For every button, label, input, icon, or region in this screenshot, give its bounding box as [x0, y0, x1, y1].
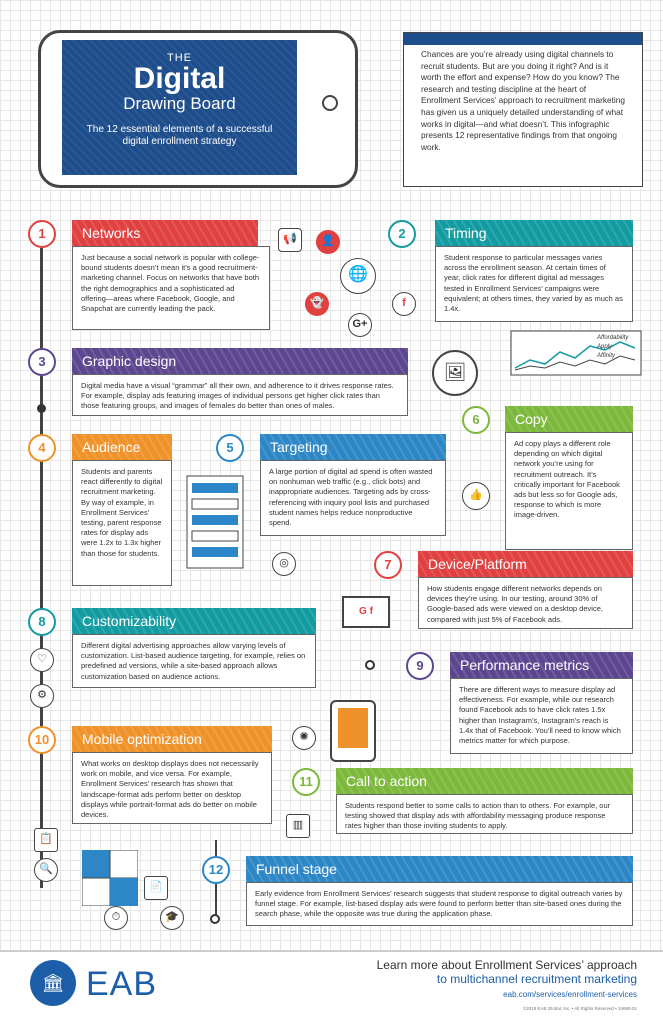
settings-icon: ✺: [292, 726, 316, 750]
title-sub: Drawing Board: [123, 94, 236, 113]
user-icon: 👤: [316, 230, 340, 254]
connector-line-left: [40, 248, 43, 888]
section-number: 5: [216, 434, 244, 462]
section-title: Graphic design: [72, 348, 408, 374]
section-number: 1: [28, 220, 56, 248]
section-text: What works on desktop displays does not …: [72, 752, 272, 824]
section-number: 10: [28, 726, 56, 754]
eab-logo-text: EAB: [86, 965, 158, 1003]
section-text: Students and parents react differently t…: [72, 460, 172, 586]
search-icon: 🔍: [34, 858, 58, 882]
phone-home-button: [322, 95, 338, 111]
connector-ring: [210, 914, 220, 924]
eab-logo-icon: 🏛: [30, 960, 76, 1006]
section-number: 9: [406, 652, 434, 680]
section-text: Different digital advertising approaches…: [72, 634, 316, 688]
section-title: Performance metrics: [450, 652, 633, 678]
google-plus-icon: G+: [348, 313, 372, 337]
target-list-illustration: [186, 475, 244, 569]
section-number: 12: [202, 856, 230, 884]
section-title: Customizability: [72, 608, 316, 634]
phone-screen: [338, 708, 368, 748]
graduation-icon: 🎓: [160, 906, 184, 930]
intro-text: Chances are you’re already using digital…: [421, 49, 625, 152]
section-number: 7: [374, 551, 402, 579]
section-text: There are different ways to measure disp…: [450, 678, 633, 754]
section-title: Timing: [435, 220, 633, 246]
section-title: Copy: [505, 406, 633, 432]
title-tagline: The 12 essential elements of a successfu…: [86, 124, 273, 147]
timing-chart: [510, 330, 642, 376]
section-title: Mobile optimization: [72, 726, 272, 752]
section-number: 4: [28, 434, 56, 462]
footer: [0, 950, 663, 1024]
section-text: Ad copy plays a different role depending…: [505, 432, 633, 550]
target-icon: ◎: [272, 552, 296, 576]
clipboard-icon: 📋: [34, 828, 58, 852]
intro-bar: [404, 33, 642, 45]
phone-icon: [330, 700, 376, 762]
section-number: 3: [28, 348, 56, 376]
facebook-icon: f: [392, 292, 416, 316]
section-title: Call to action: [336, 768, 633, 794]
title-panel: THE Digital Drawing Board The 12 essenti…: [62, 40, 297, 175]
intro-box: Chances are you’re already using digital…: [403, 32, 643, 187]
chart-label-apply: Apply: [597, 344, 613, 350]
footer-line2[interactable]: to multichannel recruitment marketing: [436, 972, 637, 986]
chart-label-affordability: Affordability: [597, 335, 629, 341]
gear-icon: ⚙: [30, 684, 54, 708]
section-text: How students engage different networks d…: [418, 577, 633, 629]
connector-ring: [365, 660, 375, 670]
section-text: Just because a social network is popular…: [72, 246, 270, 330]
section-title: Networks: [72, 220, 258, 246]
title-the: THE: [167, 52, 192, 64]
section-number: 8: [28, 608, 56, 636]
section-number: 11: [292, 768, 320, 796]
megaphone-icon: 📢: [278, 228, 302, 252]
section-title: Audience: [72, 434, 172, 460]
portrait-icon: 🖼: [432, 350, 478, 396]
funnel-grid-illustration: [82, 850, 138, 906]
chart-icon: ▥: [286, 814, 310, 838]
section-title: Targeting: [260, 434, 446, 460]
section-text: Early evidence from Enrollment Services’…: [246, 882, 633, 926]
document-icon: 📄: [144, 876, 168, 900]
section-text: A large portion of digital ad spend is o…: [260, 460, 446, 536]
chart-labels: Affordability Apply Affinity: [597, 334, 628, 361]
section-number: 6: [462, 406, 490, 434]
section-text: Digital media have a visual “grammar” al…: [72, 374, 408, 416]
section-number: 2: [388, 220, 416, 248]
footer-line1: Learn more about Enrollment Services’ ap…: [376, 958, 637, 972]
section-text: Students respond better to some calls to…: [336, 794, 633, 834]
clock-icon: ⏱: [104, 906, 128, 930]
chart-label-affinity: Affinity: [597, 353, 616, 359]
section-text: Student response to particular messages …: [435, 246, 633, 322]
snapchat-icon: 👻: [305, 292, 329, 316]
laptop-icon: G f: [342, 596, 390, 628]
footer-copyright: ©2018 EAB Global, Inc. • All Rights Rese…: [522, 1006, 637, 1011]
title-main: Digital: [133, 62, 226, 95]
section-title: Device/Platform: [418, 551, 633, 577]
heart-icon: ♡: [30, 648, 54, 672]
like-icon: 👍: [462, 482, 490, 510]
section-title: Funnel stage: [246, 856, 633, 882]
footer-url[interactable]: eab.com/services/enrollment-services: [503, 990, 637, 999]
globe-icon: 🌐: [340, 258, 376, 294]
connector-dot: [37, 404, 46, 413]
